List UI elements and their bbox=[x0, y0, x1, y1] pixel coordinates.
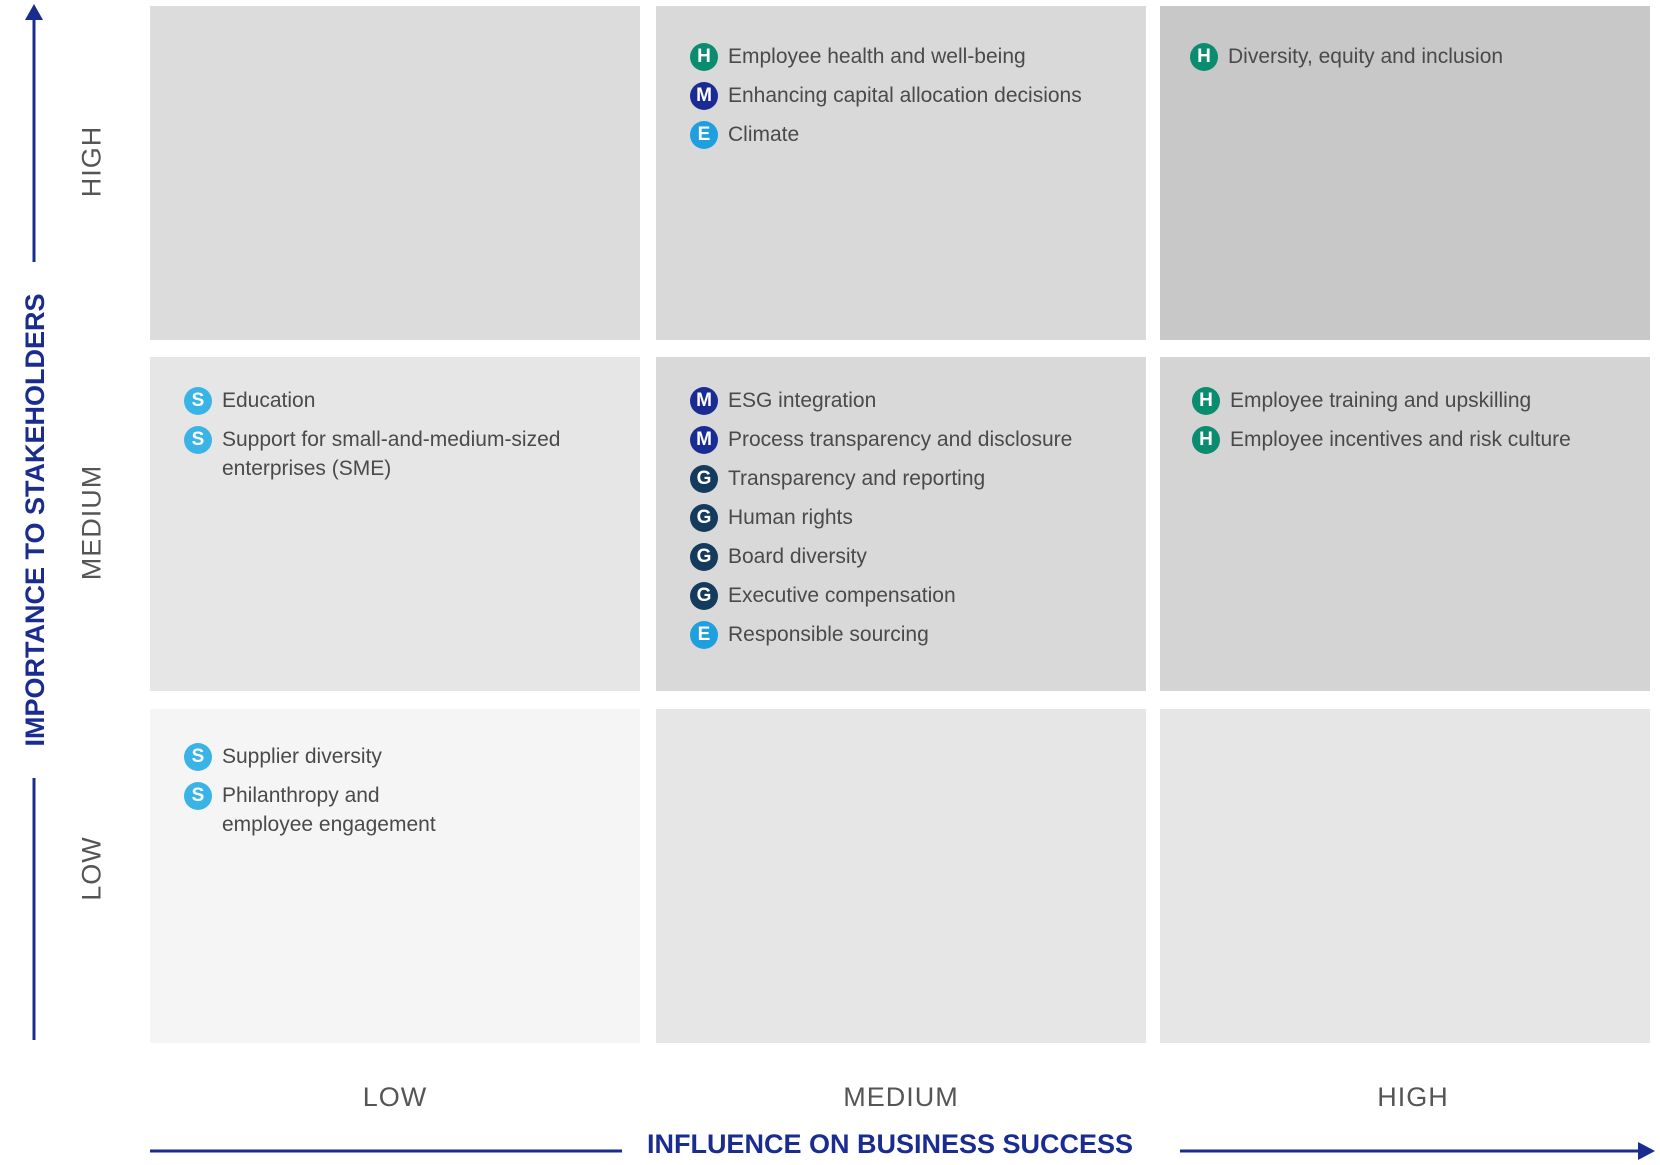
y-axis-arrowhead bbox=[25, 4, 43, 20]
category-badge-e: E bbox=[690, 621, 718, 649]
topic-item: E Climate bbox=[690, 120, 1146, 149]
topic-item: S Supplier diversity bbox=[184, 742, 640, 771]
topic-label: Supplier diversity bbox=[222, 745, 382, 768]
category-badge-e: E bbox=[690, 121, 718, 149]
topic-list: S Education S Support for small-and-medi… bbox=[184, 386, 640, 483]
y-level-high: HIGH bbox=[76, 125, 107, 198]
y-level-low: LOW bbox=[76, 836, 107, 901]
category-badge-g: G bbox=[690, 582, 718, 610]
topic-label: Board diversity bbox=[728, 545, 867, 568]
topic-item: G Executive compensation bbox=[690, 581, 1146, 610]
cell-high-importance-medium-influence: H Employee health and well-being M Enhan… bbox=[656, 6, 1146, 340]
topic-label: Enhancing capital allocation decisions bbox=[728, 84, 1082, 107]
topic-label: Executive compensation bbox=[728, 584, 956, 607]
cell-high-importance-high-influence: H Diversity, equity and inclusion bbox=[1160, 6, 1650, 340]
category-badge-h: H bbox=[1192, 426, 1220, 454]
x-axis-title: INFLUENCE ON BUSINESS SUCCESS bbox=[646, 1129, 1134, 1159]
topic-item: H Employee health and well-being bbox=[690, 42, 1146, 71]
category-badge-m: M bbox=[690, 82, 718, 110]
topic-label: Diversity, equity and inclusion bbox=[1228, 45, 1504, 68]
topic-item: S Support for small-and-medium-sized ent… bbox=[184, 425, 640, 483]
category-badge-s: S bbox=[184, 743, 212, 771]
topic-item: G Board diversity bbox=[690, 542, 1146, 571]
x-axis-arrowhead bbox=[1638, 1142, 1655, 1160]
y-level-medium: MEDIUM bbox=[76, 464, 107, 581]
topic-label: Philanthropy and employee engagement bbox=[222, 784, 436, 836]
category-badge-g: G bbox=[690, 465, 718, 493]
topic-item: G Transparency and reporting bbox=[690, 464, 1146, 493]
topic-label: Employee training and upskilling bbox=[1230, 389, 1532, 412]
topic-list: H Employee training and upskilling H Emp… bbox=[1192, 386, 1650, 454]
topic-item: H Employee incentives and risk culture bbox=[1192, 425, 1650, 454]
category-badge-m: M bbox=[690, 426, 718, 454]
topic-list: H Diversity, equity and inclusion bbox=[1190, 42, 1650, 71]
category-badge-h: H bbox=[690, 43, 718, 71]
x-level-medium: MEDIUM bbox=[843, 1082, 959, 1112]
cell-low-importance-medium-influence bbox=[656, 709, 1146, 1043]
cell-medium-importance-medium-influence: M ESG integration M Process transparency… bbox=[656, 357, 1146, 691]
topic-item: M Process transparency and disclosure bbox=[690, 425, 1146, 454]
topic-label: Support for small-and-medium-sized enter… bbox=[222, 428, 561, 480]
topic-item: S Education bbox=[184, 386, 640, 415]
x-level-low: LOW bbox=[362, 1082, 428, 1112]
topic-label: Responsible sourcing bbox=[728, 623, 929, 646]
cell-medium-importance-low-influence: S Education S Support for small-and-medi… bbox=[150, 357, 640, 691]
topic-list: M ESG integration M Process transparency… bbox=[690, 386, 1146, 649]
topic-item: H Diversity, equity and inclusion bbox=[1190, 42, 1650, 71]
topic-item: G Human rights bbox=[690, 503, 1146, 532]
cell-high-importance-low-influence bbox=[150, 6, 640, 340]
topic-item: M Enhancing capital allocation decisions bbox=[690, 81, 1146, 110]
category-badge-s: S bbox=[184, 387, 212, 415]
cell-medium-importance-high-influence: H Employee training and upskilling H Emp… bbox=[1160, 357, 1650, 691]
topic-label: Transparency and reporting bbox=[728, 467, 986, 490]
topic-label: Climate bbox=[728, 123, 800, 146]
topic-list: H Employee health and well-being M Enhan… bbox=[690, 42, 1146, 149]
cell-low-importance-high-influence bbox=[1160, 709, 1650, 1043]
topic-label: Employee incentives and risk culture bbox=[1230, 428, 1571, 451]
category-badge-g: G bbox=[690, 504, 718, 532]
y-axis-title: IMPORTANCE TO STAKEHOLDERS bbox=[20, 293, 50, 747]
category-badge-s: S bbox=[184, 782, 212, 810]
topic-label: Employee health and well-being bbox=[728, 45, 1026, 68]
topic-label: Human rights bbox=[728, 506, 853, 529]
category-badge-h: H bbox=[1190, 43, 1218, 71]
topic-item: S Philanthropy and employee engagement bbox=[184, 781, 640, 839]
category-badge-g: G bbox=[690, 543, 718, 571]
category-badge-m: M bbox=[690, 387, 718, 415]
topic-item: H Employee training and upskilling bbox=[1192, 386, 1650, 415]
category-badge-h: H bbox=[1192, 387, 1220, 415]
topic-label: Process transparency and disclosure bbox=[728, 428, 1073, 451]
x-level-high: HIGH bbox=[1377, 1082, 1449, 1112]
topic-label: Education bbox=[222, 389, 316, 412]
topic-label: ESG integration bbox=[728, 389, 877, 412]
topic-item: M ESG integration bbox=[690, 386, 1146, 415]
topic-list: S Supplier diversity S Philanthropy and … bbox=[184, 742, 640, 839]
topic-item: E Responsible sourcing bbox=[690, 620, 1146, 649]
category-badge-s: S bbox=[184, 426, 212, 454]
cell-low-importance-low-influence: S Supplier diversity S Philanthropy and … bbox=[150, 709, 640, 1043]
